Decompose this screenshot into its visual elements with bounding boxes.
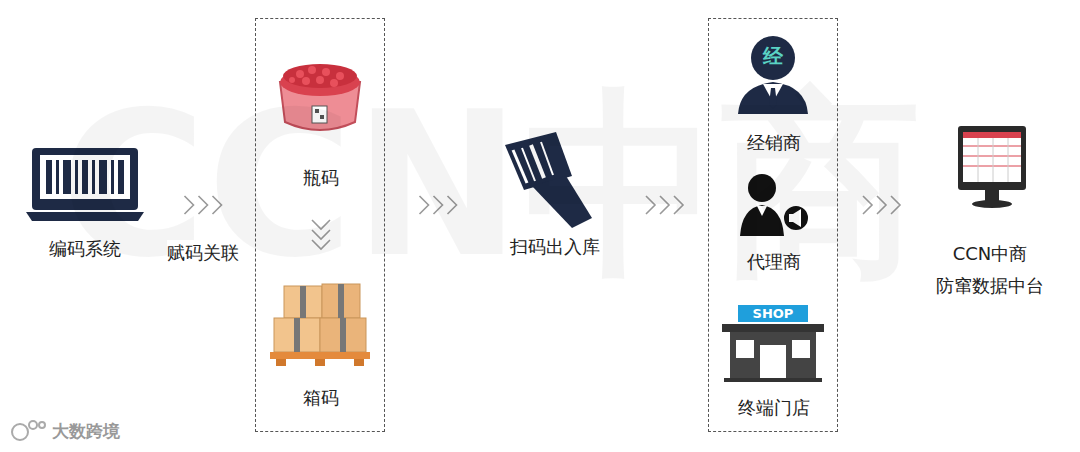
avatar-badge: 经 — [763, 44, 783, 69]
node-label: CCN中商 防窜数据中台 — [930, 238, 1050, 302]
chevron-connector — [620, 196, 708, 214]
icon-node: 代理商 — [719, 171, 829, 283]
chevron-connector — [838, 196, 924, 214]
icon-node: 经销商 — [719, 34, 829, 164]
chevron-connector — [312, 199, 330, 269]
icon-node: 编码系统 — [20, 140, 150, 270]
agent-person-icon — [740, 174, 809, 236]
node-label: 终端门店 — [738, 395, 810, 421]
watermark-brand: 大数跨境 — [52, 421, 120, 442]
data-monitor-icon — [958, 126, 1026, 208]
chevron-connector — [385, 196, 490, 214]
icon-node: 瓶码 — [266, 49, 376, 199]
node-label: 箱码 — [303, 385, 339, 411]
dealer-avatar-icon — [738, 36, 808, 114]
icon-node: CCN中商 防窜数据中台 — [924, 118, 1056, 310]
icon-node: 箱码 — [266, 269, 376, 419]
node-label: 经销商 — [747, 130, 801, 156]
node-label: 编码系统 — [49, 236, 121, 262]
dashed-group-box: 瓶码箱码 — [255, 18, 385, 432]
barcode-scanner-icon — [505, 132, 592, 228]
icon-node: 终端门店 — [719, 299, 829, 429]
dashed-group-box: 经销商代理商终端门店 — [708, 18, 838, 432]
watermark-text: CCN中商 — [60, 60, 921, 310]
connector-label: 赋码关联 — [167, 240, 239, 266]
node-label: 扫码出入库 — [510, 234, 600, 260]
icon-node: 扫码出入库 — [490, 128, 620, 268]
shop-building-icon — [722, 305, 824, 382]
node-label: 瓶码 — [303, 165, 339, 191]
node-label: 代理商 — [747, 249, 801, 275]
chevron-connector — [150, 196, 255, 214]
barcode-laptop-icon — [26, 148, 144, 221]
brand-logo-icon — [12, 421, 45, 440]
jar-icon — [280, 64, 360, 130]
shop-sign: SHOP — [738, 305, 808, 322]
carton-boxes-icon — [270, 284, 370, 366]
